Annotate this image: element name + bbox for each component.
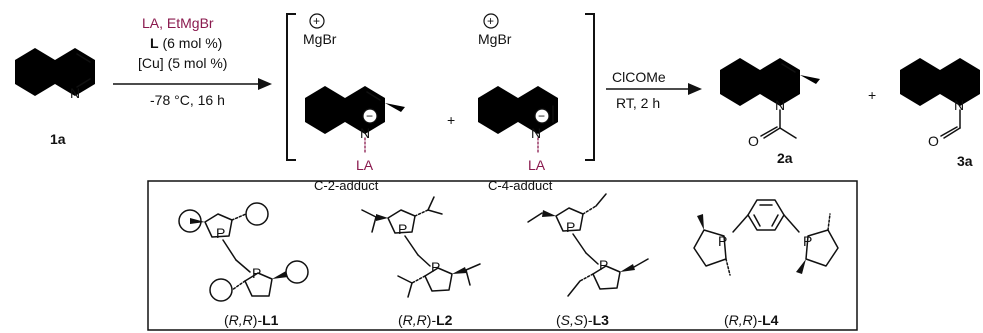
c2-negative-charge-circle [362,108,378,124]
plus-adducts: + [447,112,455,128]
l2-label-id: L2 [436,312,453,328]
l4-label-close: )- [753,312,763,328]
2a-ethyl-wedge [800,75,820,84]
plus-products: + [868,87,876,103]
ligand-label-l2: (R,R)-L2 [398,312,453,328]
l2-label-close: )- [427,312,437,328]
reagents-line-2: L (6 mol %) [150,35,222,51]
compound-label-2a: 2a [777,150,793,166]
c4-ethyl-bond-2 [522,42,538,56]
3a-ethyl-bond-2 [946,16,960,30]
quench-conditions: RT, 2 h [616,95,660,111]
l4-label-id: L4 [762,312,779,328]
bracket-left [286,13,296,161]
reaction-arrow-1 [113,78,272,90]
lewis-acid-label: LA [142,15,160,31]
2a-atom-n: N [775,97,785,113]
l2-label-stereo: R,R [403,312,427,328]
l1-atom-p2: P [252,265,261,281]
reagent-separator: , [159,15,167,31]
reaction-arrow-2 [606,83,702,95]
ligand-label-l4: (R,R)-L4 [724,312,779,328]
l1-atom-p1: P [216,225,225,241]
l4-atom-p2: P [803,233,812,249]
c4-mgbr: MgBr [478,31,512,47]
bracket-right [585,13,595,161]
l4-label-open: ( [724,312,729,328]
3a-atom-n: N [954,97,964,113]
c2-ethyl-chain [403,96,420,109]
quench-reagent: ClCOMe [612,69,666,85]
ligand-l3-structure [527,193,649,297]
2a-ethyl-chain [818,68,835,81]
c4-mg-positive: + [487,14,494,28]
l3-label-open: ( [556,312,561,328]
ligand-loading: (6 mol %) [159,35,223,51]
c4-adduct-structure [478,86,558,155]
atom-n-1a: N [70,85,80,101]
quinoline-1a [15,48,95,96]
l1-label-id: L1 [262,312,279,328]
reaction-conditions: -78 °C, 16 h [150,92,225,108]
l1-label-close: )- [253,312,263,328]
l1-label-stereo: R,R [229,312,253,328]
ligand-l4-structure [693,199,839,276]
ethylmagnesium-bromide-label: EtMgBr [167,15,214,31]
l3-label-stereo: S,S [561,312,584,328]
reagents-line-3: [Cu] (5 mol %) [138,55,227,71]
l3-label-id: L3 [593,312,610,328]
ligand-l2-structure [361,196,481,298]
c2-mgbr: MgBr [303,31,337,47]
c4-lewis-acid: LA [528,157,546,173]
l3-atom-p1: P [566,219,575,235]
l3-label-close: )- [583,312,593,328]
c4-negative-charge-circle [534,108,550,124]
c4-atom-n: N [531,125,541,141]
product-3a-structure [900,58,980,139]
compound-label-1a: 1a [50,131,66,147]
ligand-panel [147,180,858,331]
c2-negative-charge: − [366,109,373,123]
l3-atom-p2: P [599,257,608,273]
l4-atom-p1: P [718,233,727,249]
c2-ethyl-wedge [385,103,405,112]
2a-atom-o: O [748,133,759,149]
c2-mg-positive-circle [309,13,325,29]
ligand-l1-structure [178,202,309,302]
c4-mg-positive-circle [483,13,499,29]
c2-adduct-structure [305,86,385,155]
l1-label-open: ( [224,312,229,328]
ligand-symbol: L [150,35,159,51]
reagents-line-1: LA, EtMgBr [142,15,214,31]
c2-lewis-acid: LA [356,157,374,173]
compound-label-3a: 3a [957,153,973,169]
l2-atom-p1: P [398,221,407,237]
ligand-label-l1: (R,R)-L1 [224,312,279,328]
l2-atom-p2: P [431,259,440,275]
c2-atom-n: N [360,125,370,141]
3a-atom-o: O [928,133,939,149]
l4-label-stereo: R,R [729,312,753,328]
product-2a-structure [720,58,800,139]
c2-mg-positive: + [313,14,320,28]
c4-negative-charge: − [538,109,545,123]
l2-label-open: ( [398,312,403,328]
ligand-label-l3: (S,S)-L3 [556,312,609,328]
